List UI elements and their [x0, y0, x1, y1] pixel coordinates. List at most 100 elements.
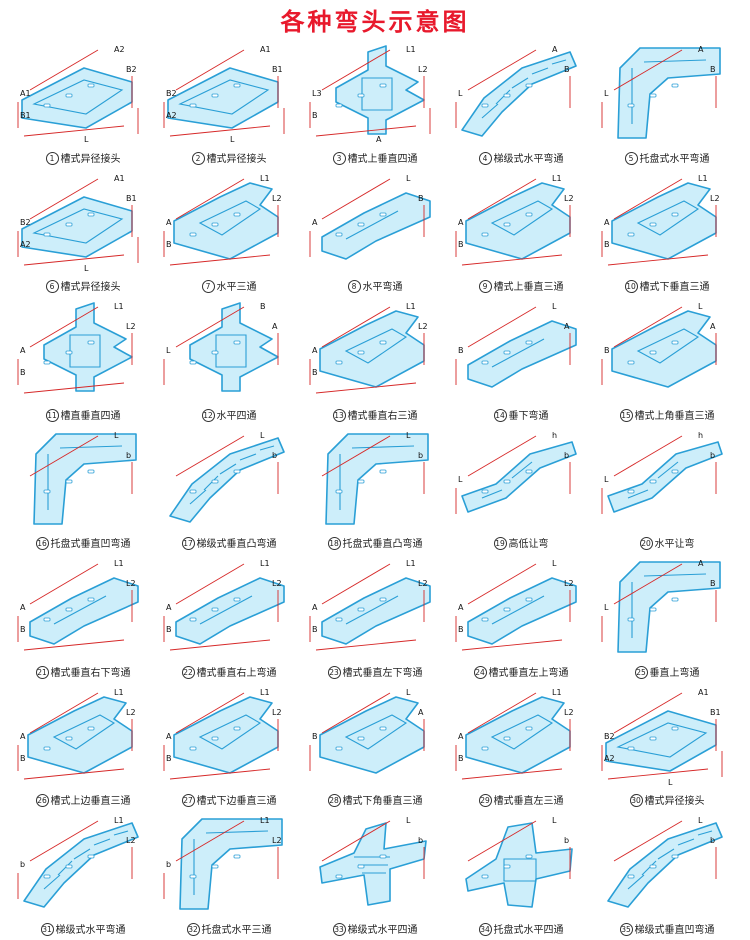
- tray-detail: [215, 334, 247, 368]
- slot-hole: [65, 607, 73, 612]
- slot-hole: [481, 617, 489, 622]
- dimension-line: [23, 768, 125, 779]
- figure-number-badge: 8: [347, 280, 361, 293]
- tray-body: [605, 709, 717, 772]
- slot-hole: [87, 340, 95, 345]
- slot-hole: [189, 617, 197, 622]
- dimension-label: A2: [20, 240, 31, 249]
- slot-hole: [525, 212, 533, 216]
- dimension-label: L1: [260, 559, 270, 568]
- elbow-figure: hbL: [601, 431, 723, 514]
- slot-hole: [335, 617, 343, 622]
- dimension-label: L: [458, 475, 463, 484]
- dimension-line: [23, 639, 125, 651]
- figure-number-badge: 17: [181, 537, 195, 550]
- dimension-line: [29, 563, 99, 605]
- dimension-line: [23, 382, 125, 394]
- dimension-label: L1: [260, 174, 270, 183]
- tray-body: [23, 822, 139, 908]
- tray-detail: [490, 199, 554, 236]
- dimension-label: L: [260, 431, 265, 440]
- figure-label: 高低让弯: [508, 539, 549, 550]
- dimension-label: b: [710, 451, 715, 460]
- slot-hole: [233, 212, 241, 216]
- slot-hole: [379, 854, 387, 859]
- dimension-label: b: [710, 836, 715, 845]
- slot-hole: [671, 83, 679, 88]
- dimension-label: h: [552, 431, 557, 440]
- dimension-label: A: [458, 732, 464, 741]
- elbow-figure: LAB: [455, 302, 577, 388]
- dimension-label: A: [710, 322, 716, 331]
- slot-hole: [503, 607, 511, 612]
- slot-hole: [43, 617, 51, 622]
- dimension-line: [607, 768, 709, 779]
- dimension-label: L: [230, 135, 235, 144]
- slot-hole: [357, 479, 365, 483]
- figure-label: 水平让弯: [654, 539, 695, 550]
- dimension-line: [29, 435, 99, 476]
- tray-body: [467, 320, 577, 388]
- dimension-label: L2: [710, 194, 720, 203]
- tray-detail: [198, 199, 262, 236]
- dimension-line: [607, 254, 709, 265]
- dimension-label: L2: [564, 194, 574, 203]
- dimension-line: [467, 820, 537, 862]
- slot-hole: [649, 350, 657, 355]
- elbow-figure: ABL: [601, 45, 721, 139]
- dimension-label: L1: [552, 174, 562, 183]
- figure-number-badge: 7: [201, 280, 215, 293]
- slot-hole: [525, 597, 533, 602]
- slot-hole: [627, 617, 635, 622]
- figure-label: 托盘式垂直凸弯通: [342, 539, 423, 550]
- slot-hole: [357, 864, 365, 869]
- dimension-label: B: [418, 194, 424, 203]
- figure-number-badge: 29: [478, 794, 492, 807]
- tray-body: [321, 577, 431, 645]
- tray-body: [21, 195, 133, 258]
- figure-label: 槽式垂直右下弯通: [50, 667, 131, 679]
- figure-number-badge: 5: [624, 151, 638, 165]
- dimension-line: [175, 692, 245, 733]
- figure-label: 槽式上垂直四通: [347, 153, 418, 165]
- figure-label: 梯级式水平弯通: [55, 924, 126, 936]
- figure-number-badge: 22: [181, 665, 195, 679]
- tray-body: [465, 822, 573, 908]
- dimension-label: B: [20, 368, 26, 377]
- dimension-label: L2: [272, 708, 282, 717]
- tray-detail: [69, 334, 101, 368]
- figure-label: 槽式下边垂直三通: [196, 796, 277, 807]
- tray-detail: [32, 79, 124, 115]
- figure-label: 槽式下垂直三通: [639, 282, 710, 293]
- tray-detail: [47, 444, 123, 510]
- figure-number-badge: 33: [332, 922, 346, 936]
- tray-body: [461, 51, 577, 137]
- figure-number-badge: 25: [634, 665, 648, 679]
- dimension-label: L1: [114, 302, 124, 311]
- tray-body: [319, 695, 425, 774]
- dimension-label: L: [552, 302, 557, 311]
- dimension-label: L1: [114, 559, 124, 568]
- dimension-label: b: [418, 836, 423, 845]
- dimension-label: L1: [406, 559, 416, 568]
- slot-hole: [649, 479, 657, 483]
